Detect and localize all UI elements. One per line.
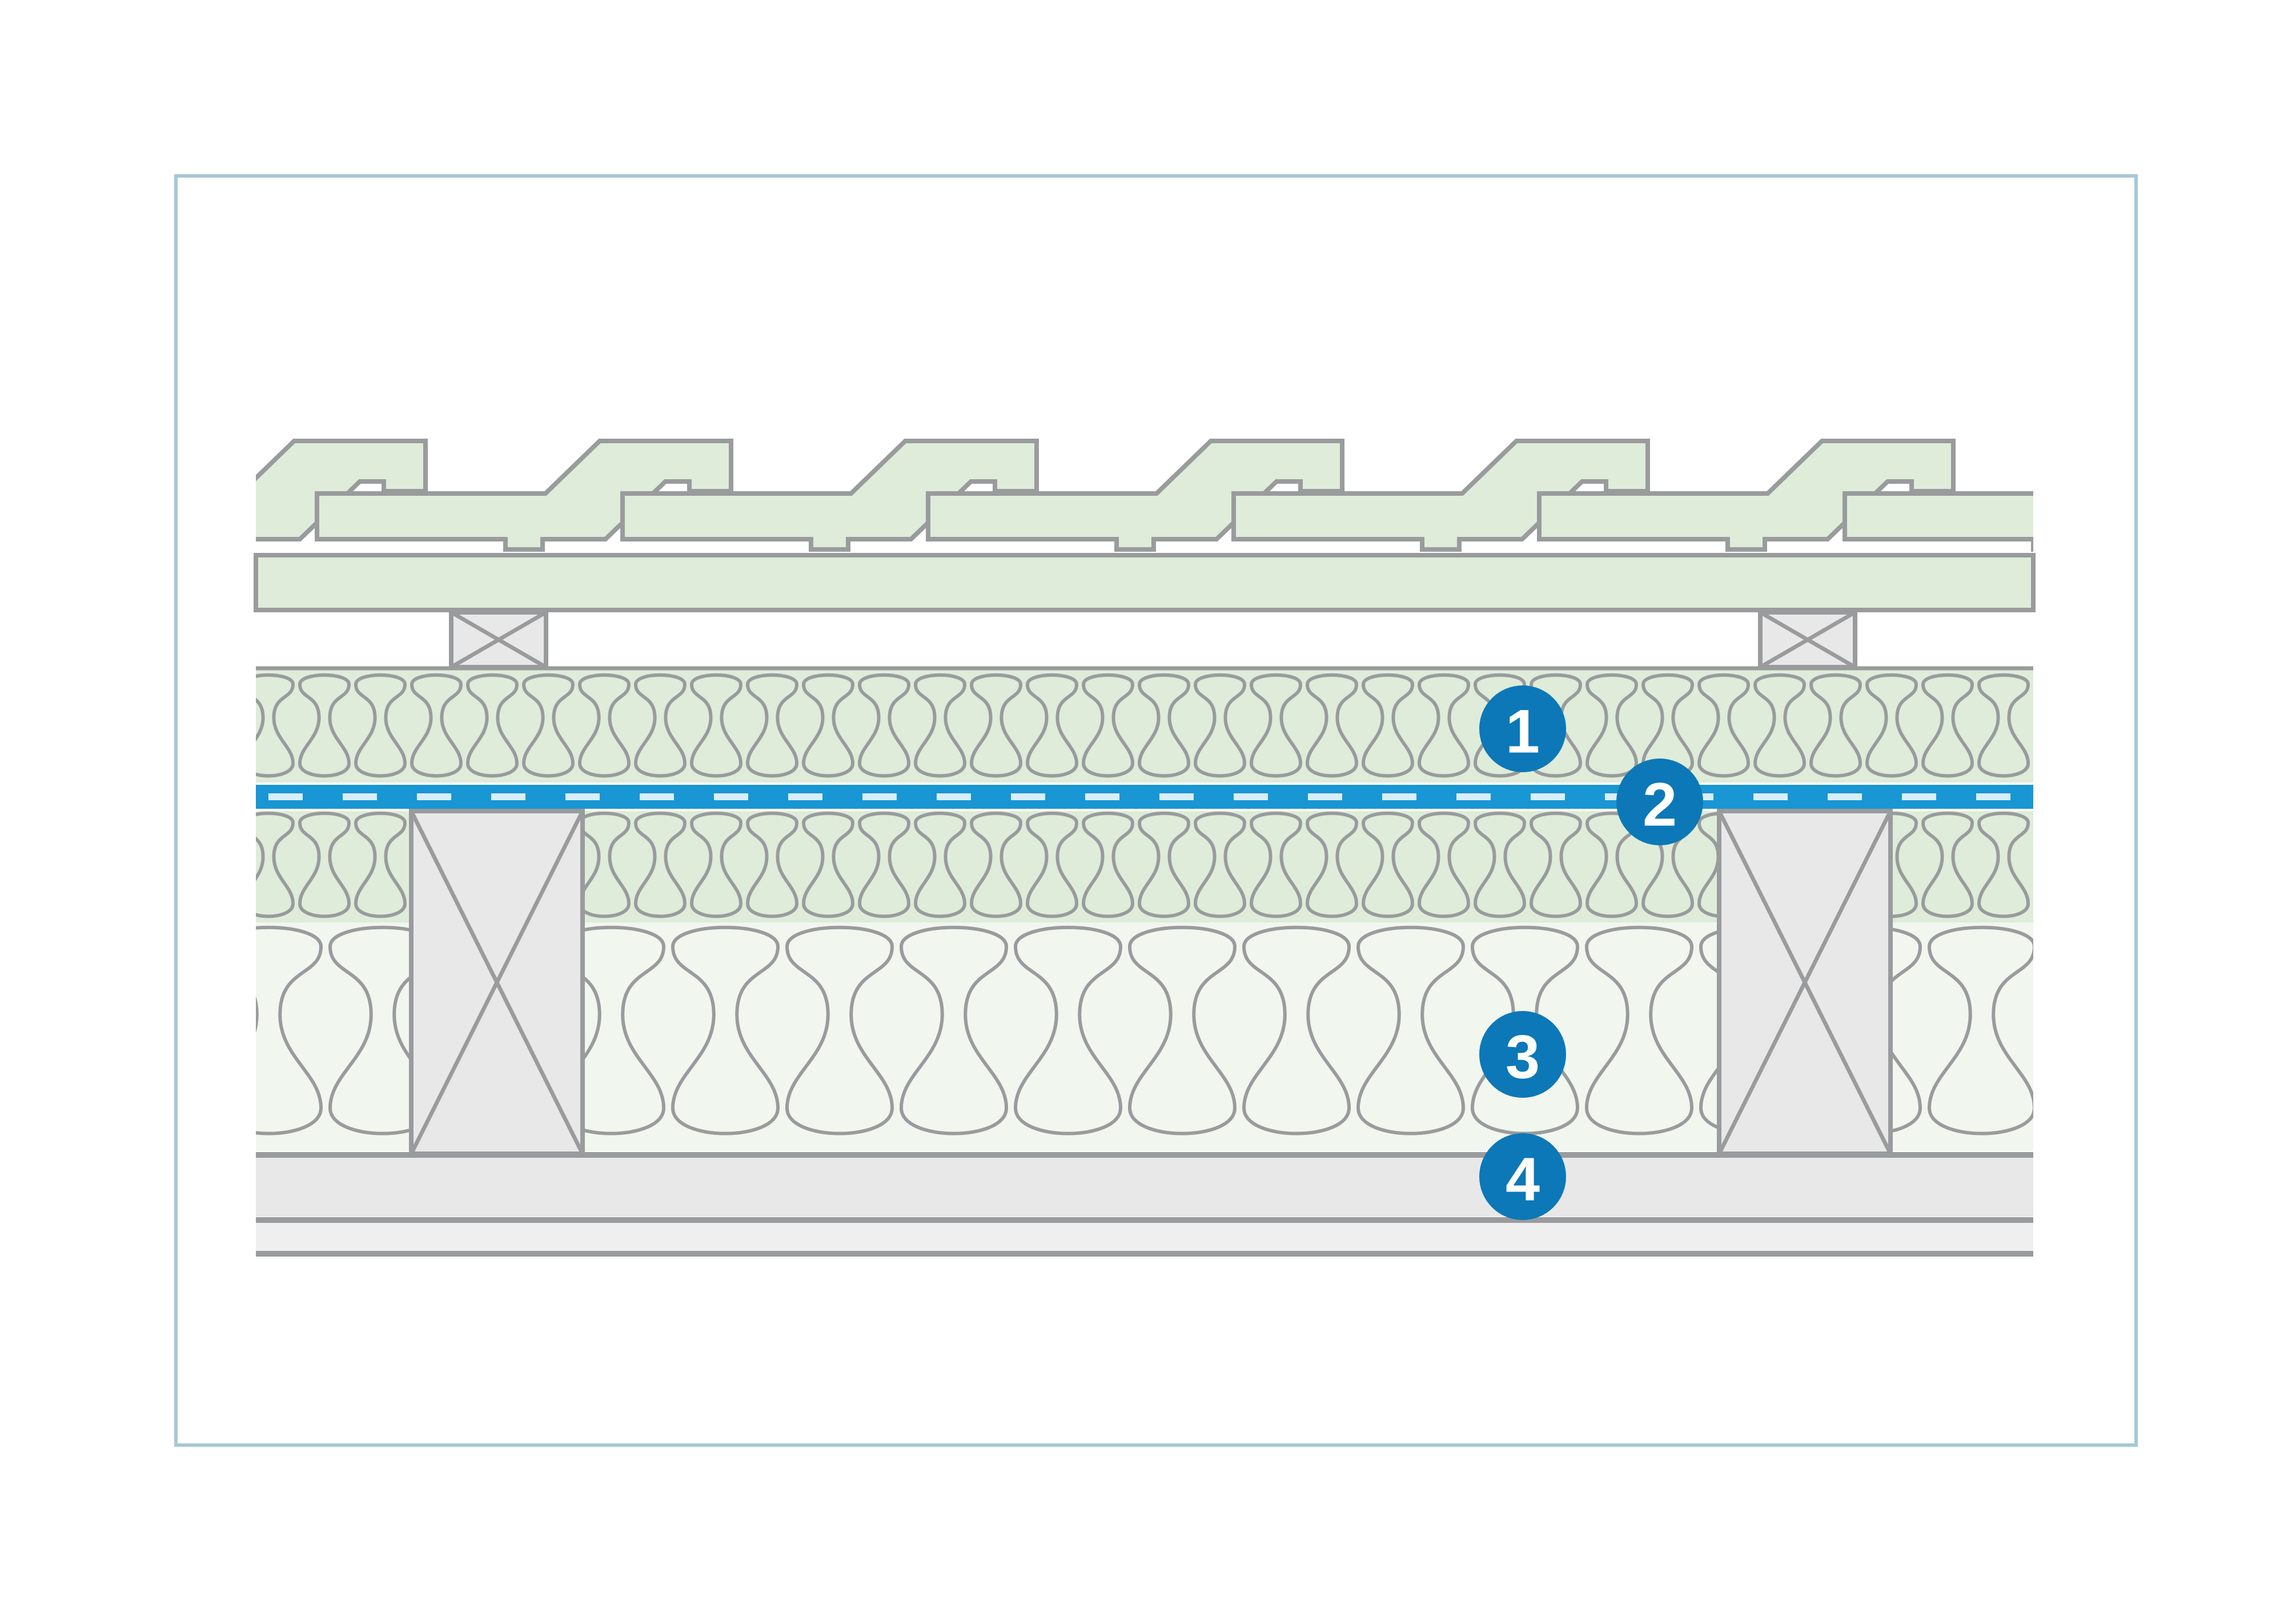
insulation-cell <box>298 673 351 778</box>
insulation-cell <box>256 673 295 778</box>
marker-3-label: 3 <box>1506 1022 1540 1092</box>
insulation-cell <box>1697 673 1751 778</box>
insulation-cell-large <box>899 925 1009 1135</box>
membrane-layer <box>256 785 2033 809</box>
upper-insulation-layer <box>256 668 2033 783</box>
insulation-cell-large <box>1584 925 1694 1135</box>
roof-tile <box>2150 441 2296 549</box>
insulation-cell-large <box>1242 925 1351 1135</box>
counter-batten-left <box>449 610 548 669</box>
insulation-cell <box>1025 811 1079 918</box>
upper-insulation-pattern <box>256 673 2030 778</box>
insulation-cell <box>857 673 911 778</box>
insulation-cell <box>256 811 295 918</box>
insulation-cell <box>1305 811 1359 918</box>
marker-2: 2 <box>1616 759 1703 845</box>
insulation-cell <box>1249 673 1303 778</box>
insulation-cell-large <box>256 925 323 1135</box>
marker-1: 1 <box>1479 685 1566 772</box>
insulation-cell <box>521 673 575 778</box>
insulation-cell <box>1081 673 1135 778</box>
roof-tiles <box>256 439 2296 552</box>
insulation-cell <box>1081 811 1135 918</box>
interior-board-layer <box>256 1154 2033 1217</box>
diagram-frame <box>174 174 2138 1447</box>
roof-tile <box>315 439 733 552</box>
insulation-cell <box>1809 673 1863 778</box>
insulation-cell <box>410 673 463 778</box>
insulation-cell-large <box>1127 925 1237 1135</box>
insulation-cell <box>1473 811 1527 918</box>
insulation-cell <box>354 673 407 778</box>
insulation-cell <box>857 811 911 918</box>
insulation-cell <box>913 673 967 778</box>
insulation-cell <box>801 811 855 918</box>
insulation-cell-large <box>1927 925 2033 1135</box>
insulation-cell <box>801 673 855 778</box>
roof-tile <box>1231 439 1650 552</box>
insulation-cell <box>1361 673 1415 778</box>
roof-tile <box>620 439 1039 552</box>
insulation-cell <box>745 811 799 918</box>
insulation-cell <box>1529 811 1583 918</box>
insulation-cell <box>1361 811 1415 918</box>
tile-batten-strip <box>254 553 2036 612</box>
insulation-cell <box>1921 673 1974 778</box>
insulation-cell <box>633 811 687 918</box>
counter-batten-right <box>1758 610 1857 669</box>
insulation-cell <box>1753 673 1807 778</box>
roof-tile <box>926 439 1344 552</box>
rafter-left <box>409 809 585 1156</box>
insulation-cell <box>1249 811 1303 918</box>
insulation-cell <box>1417 673 1471 778</box>
insulation-cell-large <box>328 925 437 1135</box>
insulation-cell <box>745 673 799 778</box>
rafter-right <box>1717 809 1893 1156</box>
insulation-cell <box>1137 811 1191 918</box>
insulation-cell <box>969 811 1023 918</box>
insulation-cell <box>1977 811 2030 918</box>
insulation-cell <box>354 811 407 918</box>
insulation-cell <box>1137 673 1191 778</box>
insulation-cell-large <box>785 925 894 1135</box>
insulation-cell-large <box>1013 925 1123 1135</box>
insulation-cell <box>1865 673 1918 778</box>
roof-tile <box>256 439 428 541</box>
insulation-cell <box>969 673 1023 778</box>
roof-tile <box>1537 439 1956 552</box>
insulation-cell-large <box>671 925 780 1135</box>
insulation-cell <box>1585 673 1639 778</box>
insulation-cell <box>913 811 967 918</box>
insulation-cell <box>689 673 743 778</box>
insulation-cell <box>1417 811 1471 918</box>
insulation-cell <box>1977 673 2030 778</box>
insulation-cell <box>465 673 519 778</box>
marker-4: 4 <box>1479 1133 1566 1220</box>
insulation-cell <box>1305 673 1359 778</box>
marker-3: 3 <box>1479 1011 1566 1098</box>
marker-1-label: 1 <box>1506 697 1540 766</box>
insulation-cell <box>1025 673 1079 778</box>
insulation-cell <box>1585 811 1639 918</box>
marker-4-label: 4 <box>1506 1145 1540 1214</box>
ceiling-finish-layer <box>256 1223 2033 1251</box>
insulation-cell <box>689 811 743 918</box>
insulation-cell <box>298 811 351 918</box>
insulation-cell <box>633 673 687 778</box>
insulation-cell <box>1921 811 1974 918</box>
insulation-cell <box>1193 673 1247 778</box>
insulation-cell <box>1193 811 1247 918</box>
lower-insulation-pattern <box>256 925 2033 1135</box>
marker-2-label: 2 <box>1643 770 1677 839</box>
roof-tile <box>1843 491 2033 552</box>
insulation-cell-large <box>1356 925 1466 1135</box>
insulation-cell <box>577 673 631 778</box>
